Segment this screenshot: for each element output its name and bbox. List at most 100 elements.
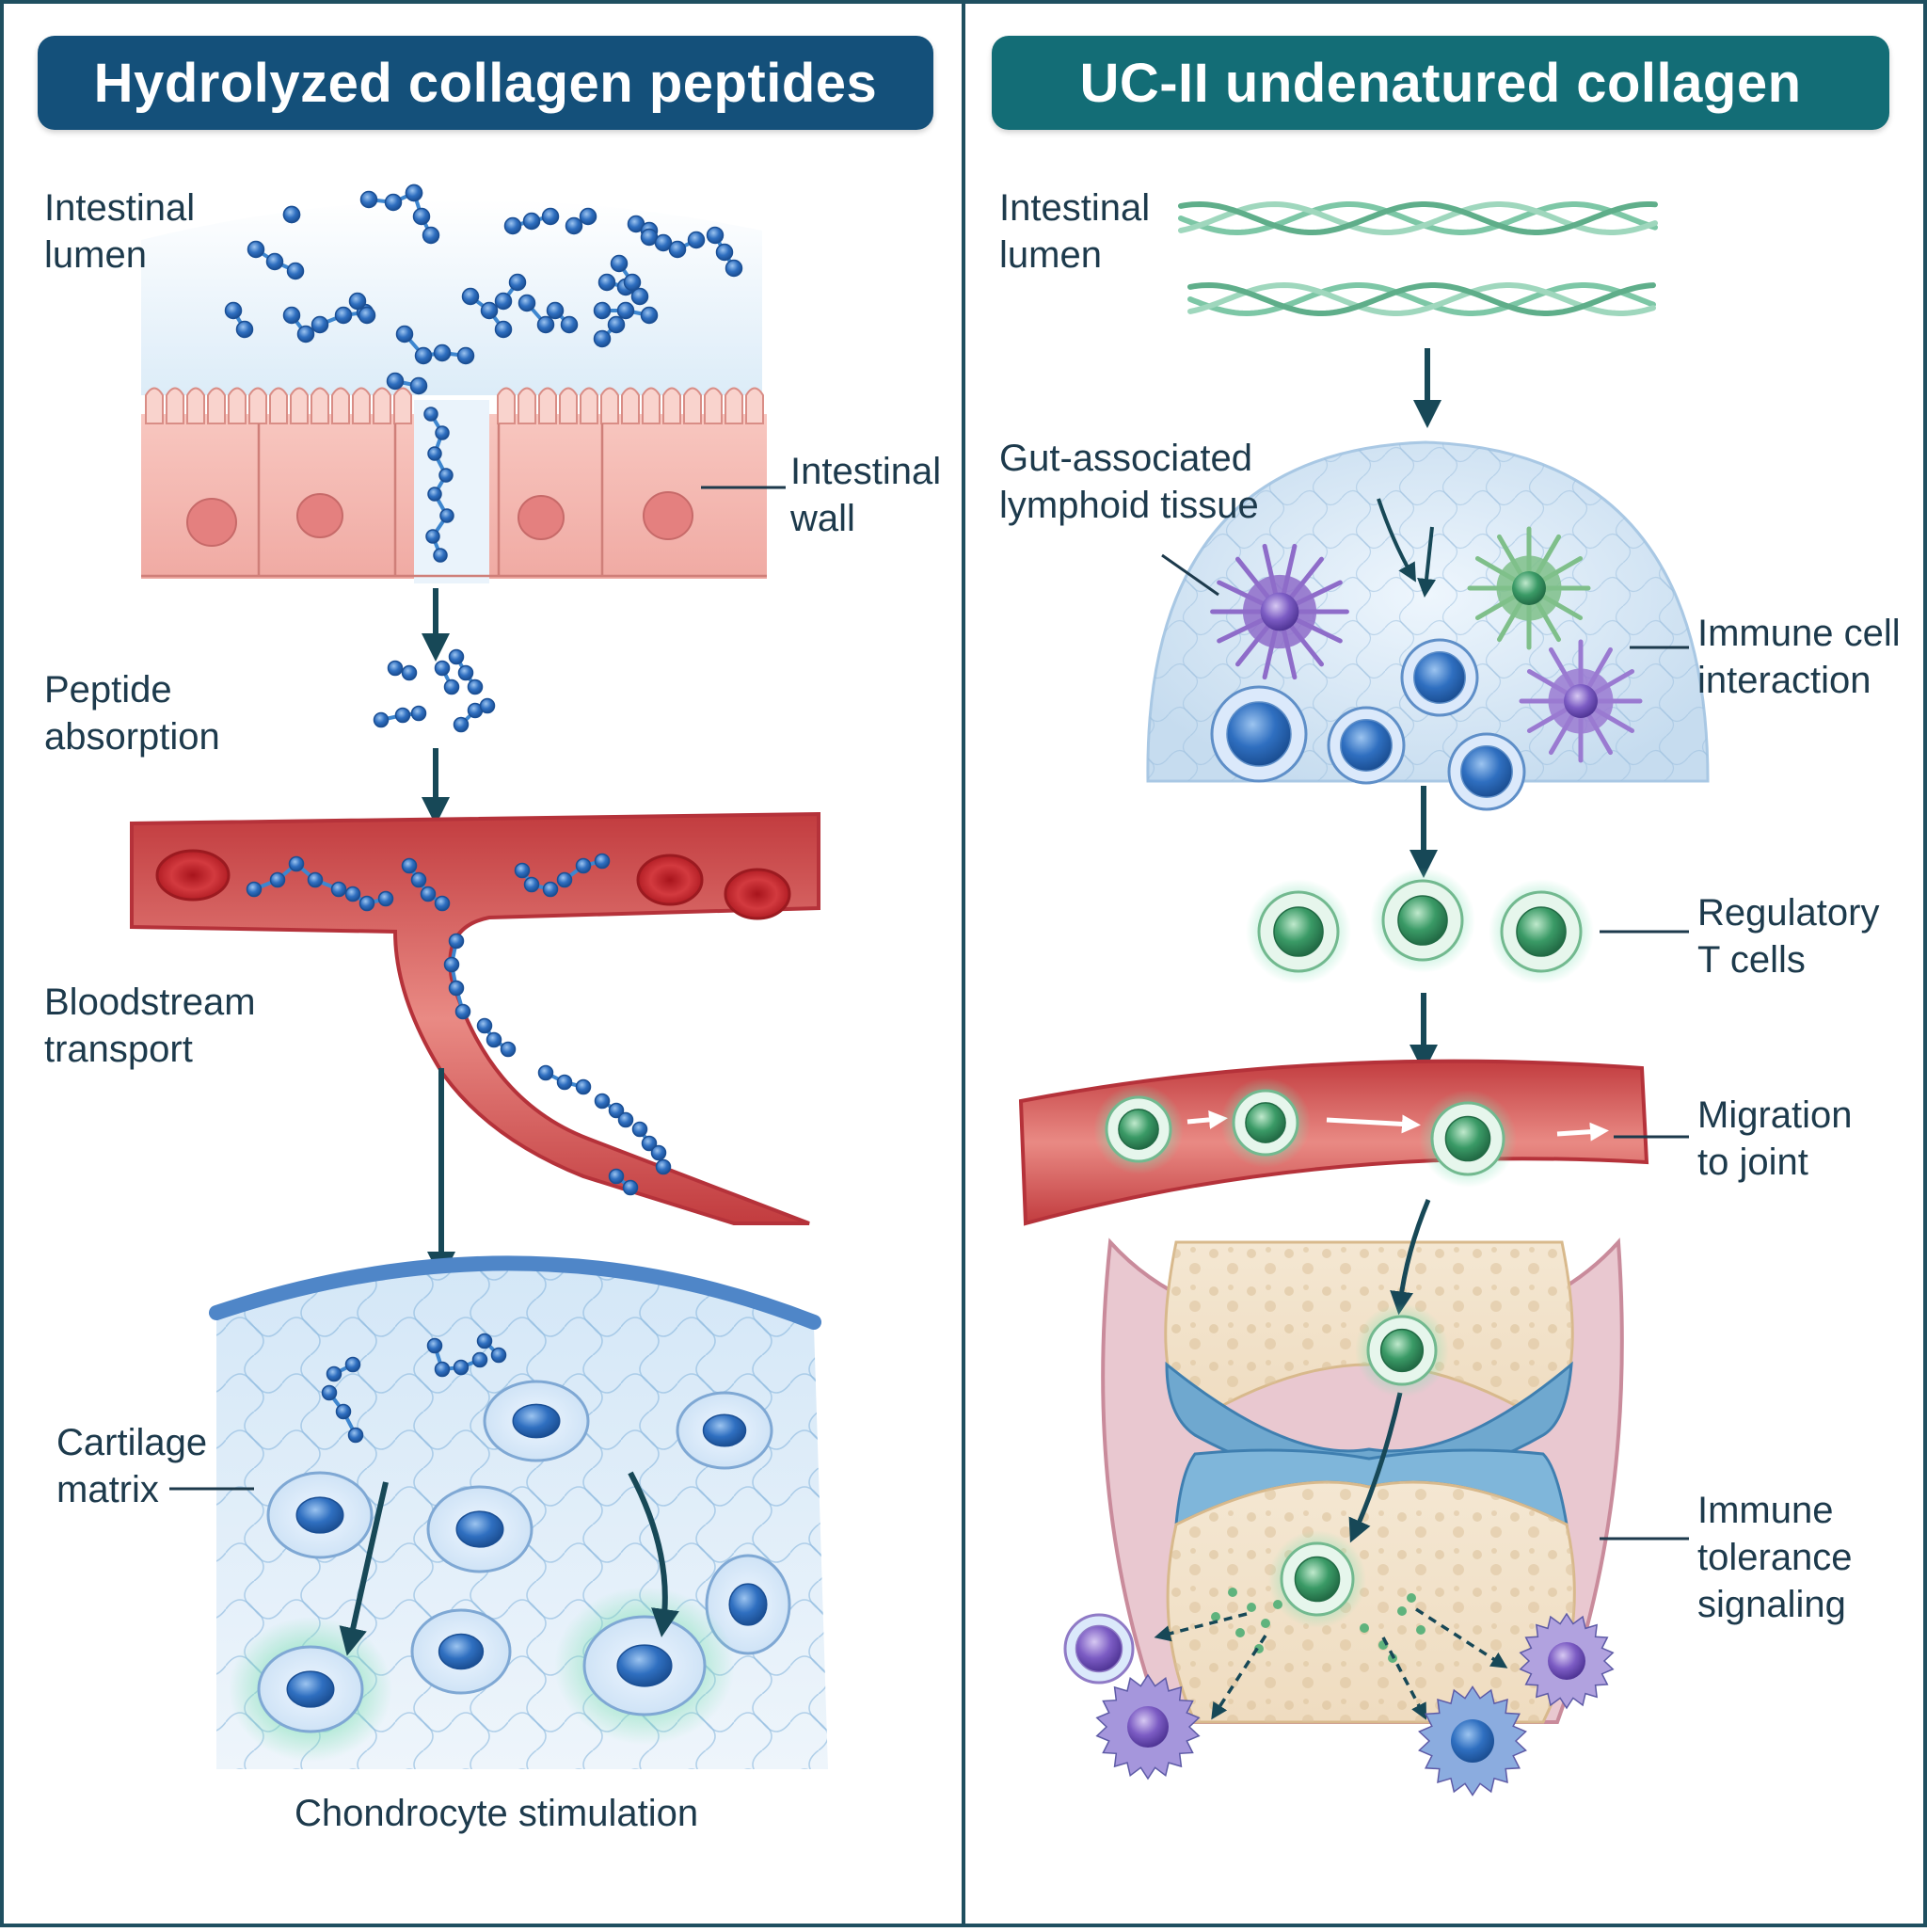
label-cartilage-matrix: Cartilage matrix [56, 1422, 208, 1510]
cartilage-peptides [321, 1333, 507, 1444]
stimulated-chondrocyte [554, 1587, 735, 1745]
antigen-arrow [1377, 498, 1416, 583]
peptide-chain [348, 292, 376, 325]
villus [186, 387, 205, 424]
immune-cell [1418, 1685, 1527, 1796]
peptide-chain [247, 240, 305, 280]
peptide-chain [373, 705, 427, 728]
peptide-chain [668, 231, 706, 259]
signaling-t-cell [1268, 1530, 1366, 1628]
villus [745, 387, 764, 424]
peptide-chain [556, 853, 611, 888]
villus [725, 387, 743, 424]
villus [704, 387, 723, 424]
peptide-chain [593, 301, 659, 325]
collagen-helix [1178, 200, 1658, 236]
peptide-chain [326, 1356, 361, 1382]
stimulation-arrow [339, 1481, 389, 1656]
stimulation-arrow [628, 1471, 679, 1637]
label-immune-tolerance-signaling: Immune tolerance signaling [1697, 1490, 1853, 1625]
vessel-main [130, 811, 820, 1225]
villus [166, 387, 184, 424]
left-panel-title: Hydrolyzed collagen peptides [38, 36, 933, 130]
immune-cell [1063, 1613, 1135, 1685]
label-peptide-absorption: Peptide absorption [44, 669, 220, 758]
red-blood-cell [724, 868, 791, 920]
migrating-t-cell [1093, 1084, 1184, 1174]
cell-nucleus [518, 495, 565, 540]
peptide-chain [476, 1333, 507, 1364]
knee-joint [1101, 1237, 1624, 1724]
peptide-chain [443, 933, 471, 1020]
bloodstream-peptides [246, 853, 672, 1196]
signal-molecule [1397, 1606, 1407, 1616]
galt-immune-cells [1210, 526, 1643, 811]
cartilage-surface [209, 1255, 821, 1330]
peptide-chain [518, 294, 555, 334]
leader-lines [169, 486, 1689, 1541]
peptide-chain [395, 325, 475, 365]
peptide-chain [224, 301, 254, 339]
dendritic-cell [1519, 639, 1643, 763]
villus [600, 387, 619, 424]
villus [518, 387, 536, 424]
cell-borders [141, 423, 767, 578]
tolerance-signal-arrows [1154, 1607, 1508, 1720]
villus [393, 387, 412, 424]
lymphocyte [1210, 685, 1308, 783]
signal-molecule [1261, 1619, 1270, 1628]
label-intestinal-wall: Intestinal wall [790, 451, 942, 539]
peptide-chain [594, 1093, 634, 1128]
label-bloodstream-transport: Bloodstream transport [44, 982, 256, 1070]
chondrocyte [676, 1391, 773, 1470]
collagen-helix [1187, 281, 1656, 317]
red-blood-cell [155, 849, 231, 902]
chondrocyte [410, 1608, 512, 1695]
peptide-chain [461, 287, 513, 339]
villus [683, 387, 702, 424]
chondrocyte [266, 1471, 374, 1559]
peptide-chain [494, 273, 527, 311]
peptide-chain [423, 407, 454, 563]
chondrocyte [705, 1554, 791, 1655]
cell-nucleus [186, 498, 237, 547]
villus [373, 387, 391, 424]
villus [497, 387, 516, 424]
villus [145, 387, 164, 424]
villus [311, 387, 329, 424]
peptide-chain [453, 697, 496, 733]
peptide-chain [448, 648, 484, 695]
lumen-peptides [224, 184, 743, 563]
signal-molecule [1407, 1593, 1416, 1603]
signal-molecule [1235, 1628, 1245, 1637]
migrating-t-cell [1220, 1078, 1311, 1168]
motion-arrow [1326, 1114, 1421, 1134]
peptide-chain [476, 1017, 517, 1058]
regulatory-t-cell [1246, 879, 1351, 984]
signal-molecule [1228, 1588, 1237, 1597]
migrating-t-cell [1419, 1090, 1517, 1188]
villus [642, 387, 661, 424]
cell-nucleus [643, 491, 693, 540]
peptide-chain [387, 660, 418, 681]
lower-bone-texture [1168, 1482, 1575, 1722]
immune-cell [1519, 1612, 1615, 1710]
peptide-chain [282, 205, 301, 224]
absorption-gap [414, 400, 489, 583]
peptide-chain [546, 301, 579, 334]
label-intestinal-lumen-left: Intestinal lumen [44, 187, 196, 276]
villus [621, 387, 640, 424]
antigen-arrow [1417, 526, 1437, 598]
left-blood-vessel [130, 811, 820, 1225]
joint-t-cell [1355, 1303, 1449, 1397]
peptide-chain [282, 306, 315, 343]
label-intestinal-lumen-right: Intestinal lumen [999, 187, 1151, 276]
peptide-chain [426, 1337, 488, 1378]
signal-molecule [1416, 1625, 1425, 1635]
label-migration-to-joint: Migration to joint [1697, 1094, 1853, 1183]
immune-cell [1095, 1673, 1201, 1780]
intestinal-villi [145, 387, 764, 424]
dendritic-cell [1210, 543, 1349, 680]
